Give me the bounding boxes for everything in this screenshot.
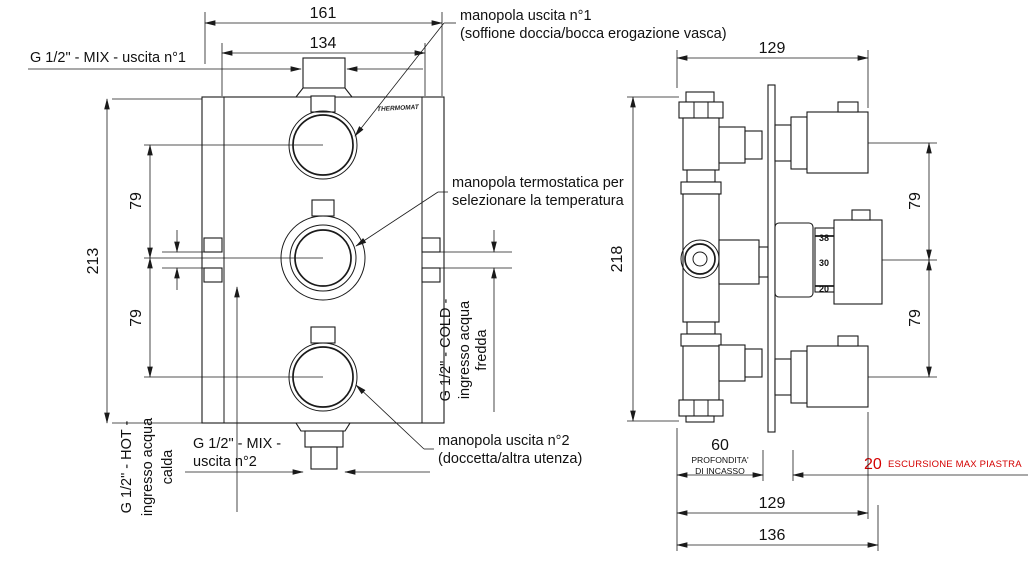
temp-scale-38: 38 [819,233,829,243]
callout-thermo-line1: manopola termostatica per [452,175,624,191]
callout-knob1-line1: manopola uscita n°1 [460,8,592,24]
front-knob-outlet2 [144,326,358,412]
recess-note-line2: DI INCASSO [695,466,745,476]
dim-134-text: 134 [310,35,337,52]
callout-knob2: manopola uscita n°2 (doccetta/altra uten… [355,384,582,467]
recess-note-line1: PROFONDITA' [691,455,749,465]
temp-scale-30: 30 [819,258,829,268]
cold-label-line3: fredda [474,329,490,371]
dim-213-text: 213 [85,248,102,275]
dim-79-front-upper-text: 79 [128,192,145,210]
dim-129-bottom-text: 129 [759,495,786,512]
dimension-knob-spacing-front: 79 79 [128,144,153,378]
front-thermostatic-knob [144,199,366,301]
side-knob-outlet2 [774,335,937,408]
callout-knob1-line2: (soffione doccia/bocca erogazione vasca) [460,26,727,42]
hot-label-line1: G 1/2" - HOT - [119,420,135,513]
front-bottom-outlet-pipe [295,422,351,470]
callout-knob2-line2: (doccetta/altra utenza) [438,451,582,467]
cold-label-line2: ingresso acqua [457,300,473,399]
dim-60-text: 60 [711,437,729,454]
side-valve-body [678,91,769,423]
dim-136-text: 136 [759,527,786,544]
dimension-plate-travel-20: 20 ESCURSIONE MAX PIASTRA [792,456,1028,478]
travel-note-red-text: ESCURSIONE MAX PIASTRA [888,459,1022,470]
dim-218-text: 218 [609,246,626,273]
dimension-width-total-136: 136 [676,505,879,551]
hot-label-line2: ingresso acqua [140,417,156,516]
callout-thermo-line2: selezionare la temperatura [452,193,625,209]
side-knob-outlet1 [774,101,937,174]
dim-79-front-lower-text: 79 [128,309,145,327]
dim-20-red-text: 20 [864,456,882,473]
dimension-height-overall-218: 218 [609,96,679,422]
mix-outlet2-line2: uscita n°2 [193,454,257,470]
side-view: 38 30 20 218 129 [609,40,1028,551]
dim-161-text: 161 [310,5,337,22]
dimension-knob-spacing-side: 79 79 [907,142,932,378]
callout-knob2-line1: manopola uscita n°2 [438,433,570,449]
dimension-height-overall-213: 213 [85,98,202,424]
label-mix-outlet1: G 1/2" - MIX - uscita n°1 [28,50,423,72]
callout-knob1: manopola uscita n°1 (soffione doccia/boc… [354,8,727,137]
dimension-width-inner-134: 134 [221,35,426,96]
front-knob-outlet1 [144,95,358,180]
dim-129-top-text: 129 [759,40,786,57]
front-plate [201,96,445,424]
mounting-clips [162,230,512,290]
mix-outlet2-line1: G 1/2" - MIX - [193,436,281,452]
dimension-recess-depth-60: 60 PROFONDITA' DI INCASSO [676,428,794,551]
label-cold-inlet: G 1/2" - COLD - ingresso acqua fredda [438,267,497,412]
label-hot-inlet: G 1/2" - HOT - ingresso acqua calda [119,286,240,516]
cold-label-line1: G 1/2" - COLD - [438,299,454,402]
dim-79-side-upper-text: 79 [907,192,924,210]
dimension-width-bottom-129: 129 [676,412,869,519]
dim-79-side-lower-text: 79 [907,309,924,327]
side-wall-plate [767,84,776,433]
mix-outlet1-text: G 1/2" - MIX - uscita n°1 [30,50,186,66]
callout-thermostatic-knob: manopola termostatica per selezionare la… [355,175,625,247]
front-top-outlet-pipe [294,57,354,98]
label-mix-outlet2: G 1/2" - MIX - uscita n°2 [185,436,430,475]
dimension-width-top-129: 129 [676,40,869,108]
temp-scale-20: 20 [819,284,829,294]
front-view: THERMOMAT [28,5,727,516]
side-thermostatic-knob: 38 30 20 [774,209,937,305]
brand-logo-text: THERMOMAT [377,104,420,113]
hot-label-line3: calda [160,449,176,485]
